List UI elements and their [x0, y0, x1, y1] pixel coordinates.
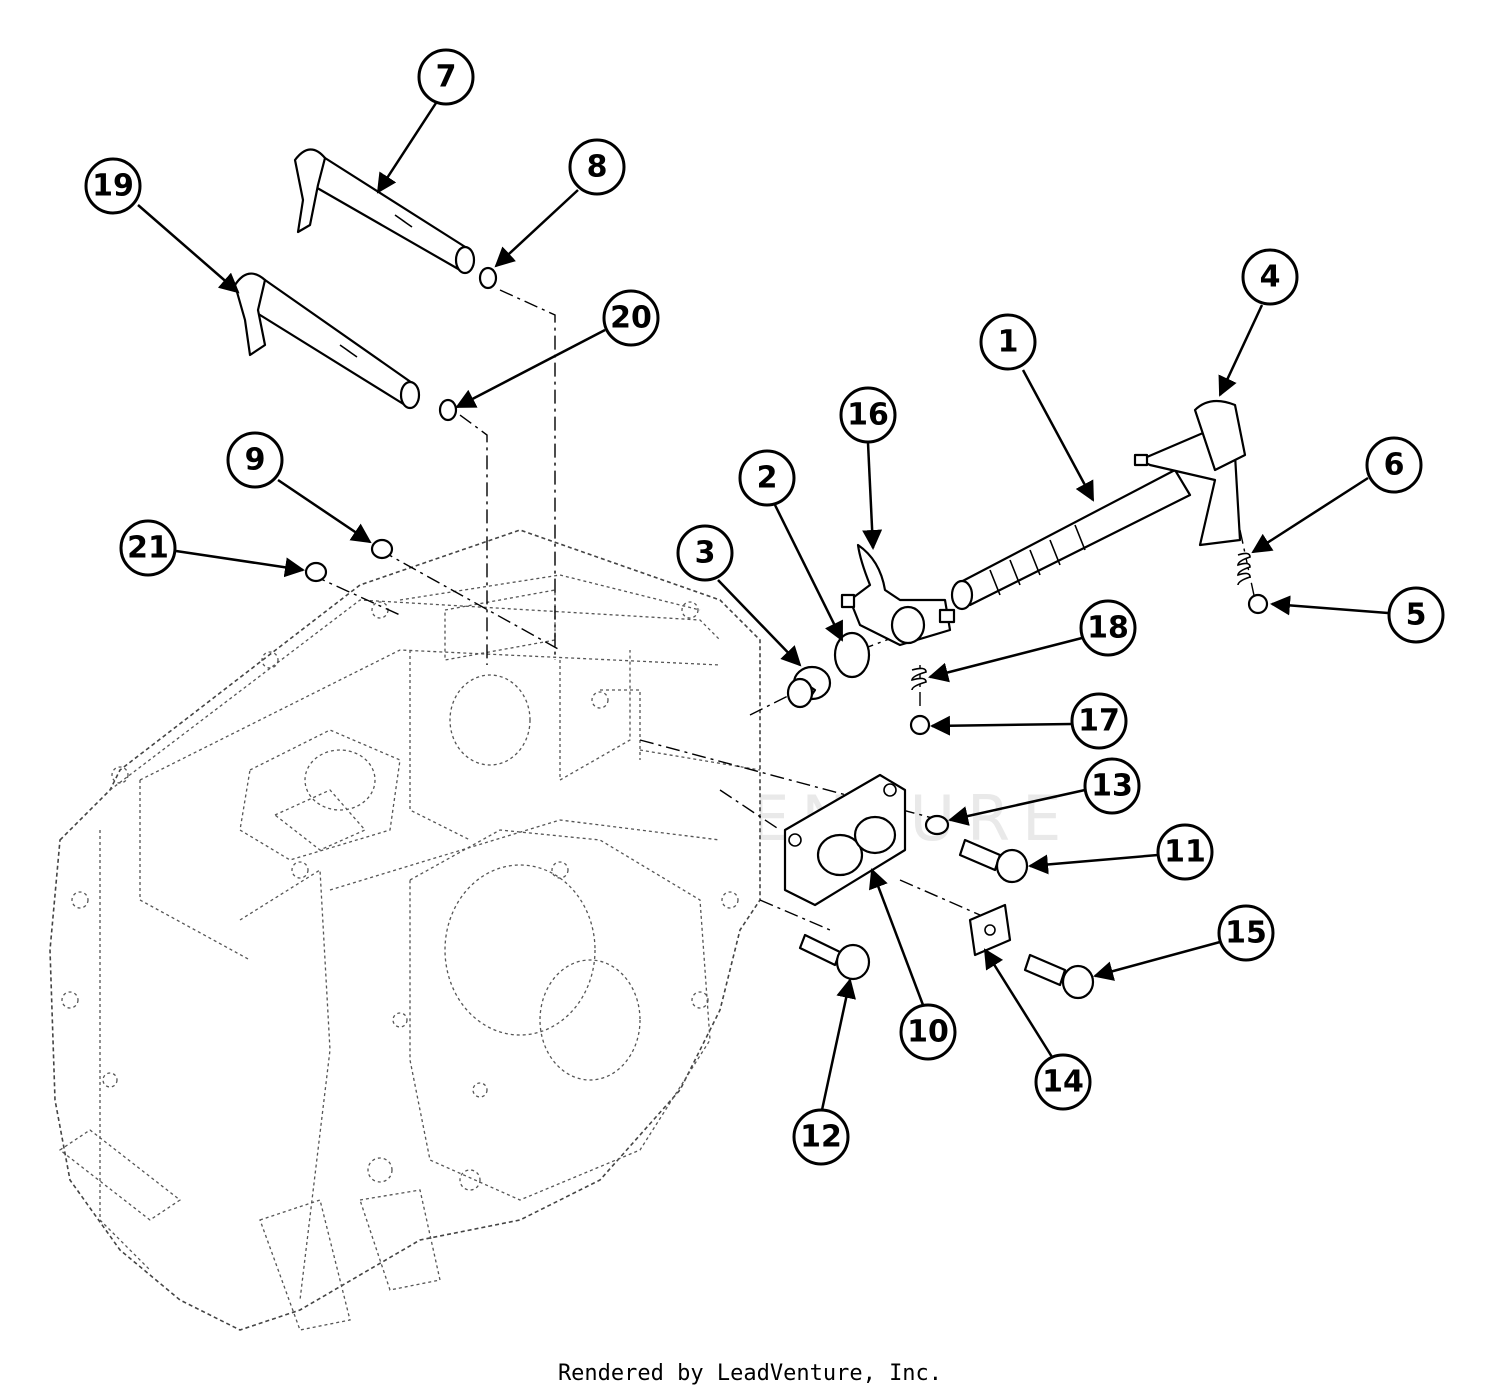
svg-text:21: 21: [127, 531, 169, 566]
svg-text:5: 5: [1406, 598, 1427, 633]
callout-4: 4: [1241, 248, 1299, 306]
footer-credit: Rendered by LeadVenture, Inc.: [557, 1361, 943, 1386]
svg-text:18: 18: [1087, 611, 1129, 646]
callout-16: 16: [839, 386, 897, 444]
svg-text:12: 12: [800, 1120, 842, 1155]
part-19-shift-rod: [233, 272, 421, 410]
part-14-plate: [968, 903, 1012, 957]
callout-13: 13: [1083, 757, 1141, 815]
svg-text:10: 10: [907, 1015, 949, 1050]
svg-text:4: 4: [1260, 260, 1281, 295]
callout-19: 19: [84, 157, 142, 215]
svg-text:17: 17: [1078, 704, 1120, 739]
part-9-plug: [370, 538, 394, 560]
part-13-washer: [924, 814, 950, 836]
part-17-ball: [909, 714, 931, 736]
callout-9: 9: [226, 431, 284, 489]
svg-text:3: 3: [695, 536, 716, 571]
part-12-bolt: [798, 933, 871, 981]
callout-17: 17: [1070, 692, 1128, 750]
part-8-o-ring: [478, 266, 498, 290]
part-11-bolt: [958, 838, 1029, 884]
svg-text:16: 16: [847, 398, 889, 433]
callout-3: 3: [676, 524, 734, 582]
svg-text:1: 1: [998, 325, 1019, 360]
part-7-shift-rod: [293, 148, 476, 275]
svg-text:11: 11: [1164, 835, 1206, 870]
part-2-snap-ring: [833, 631, 871, 679]
part-21-plug: [304, 561, 328, 583]
callout-14: 14: [1034, 1053, 1092, 1111]
callout-1: 1: [979, 313, 1037, 371]
svg-text:7: 7: [436, 60, 457, 95]
part-6-spring: [1237, 552, 1251, 586]
callout-15: 15: [1217, 904, 1275, 962]
callout-2: 2: [738, 449, 796, 507]
part-4-shift-fork: [1133, 399, 1247, 547]
leader-lines: [137, 102, 1389, 1111]
callout-6: 6: [1365, 436, 1423, 494]
svg-text:9: 9: [245, 443, 266, 478]
part-5-ball: [1247, 593, 1269, 615]
callout-18: 18: [1079, 599, 1137, 657]
part-10-cover: [783, 773, 907, 907]
svg-text:6: 6: [1384, 448, 1405, 483]
callout-12: 12: [792, 1108, 850, 1166]
svg-text:14: 14: [1042, 1065, 1084, 1100]
callout-5: 5: [1387, 586, 1445, 644]
part-3-seal: [786, 665, 832, 709]
svg-text:19: 19: [92, 169, 134, 204]
svg-text:2: 2: [757, 461, 778, 496]
svg-text:13: 13: [1091, 769, 1133, 804]
callout-20: 20: [602, 289, 660, 347]
part-16-shift-fork: [840, 543, 956, 647]
svg-text:15: 15: [1225, 916, 1267, 951]
callout-8: 8: [568, 138, 626, 196]
callout-21: 21: [119, 519, 177, 577]
callout-10: 10: [899, 1003, 957, 1061]
part-1-shift-shaft: [950, 468, 1192, 611]
part-15-bolt: [1023, 953, 1095, 1000]
callout-11: 11: [1156, 823, 1214, 881]
svg-text:20: 20: [610, 301, 652, 336]
callout-7: 7: [417, 48, 475, 106]
svg-text:8: 8: [587, 150, 608, 185]
part-18-spring: [911, 667, 927, 691]
part-20-o-ring: [438, 398, 458, 422]
transmission-housing: [49, 529, 761, 1331]
